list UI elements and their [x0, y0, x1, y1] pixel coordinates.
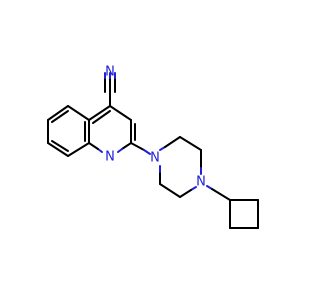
bond-c2-piperazine	[130, 142, 145, 151]
piperazine-nitrogen-1-label: N	[150, 151, 160, 166]
quinoline-nitrogen-label: N	[105, 150, 115, 165]
structure-canvas: N N N N	[47, 65, 259, 229]
bond-c2-piperazine-n	[143, 149, 151, 155]
cyclobutyl-ring	[229, 199, 259, 229]
molecule-diagram: N N N N	[47, 65, 259, 229]
benzene-ring	[47, 105, 90, 157]
piperazine-ring	[159, 136, 202, 198]
bond-n4-cyclobutyl	[211, 188, 231, 201]
nitrile-nitrogen-label: N	[105, 65, 115, 80]
nitrile-triple-bond	[104, 72, 116, 93]
piperazine-nitrogen-4-label: N	[196, 175, 206, 190]
pyridine-ring	[88, 105, 136, 153]
